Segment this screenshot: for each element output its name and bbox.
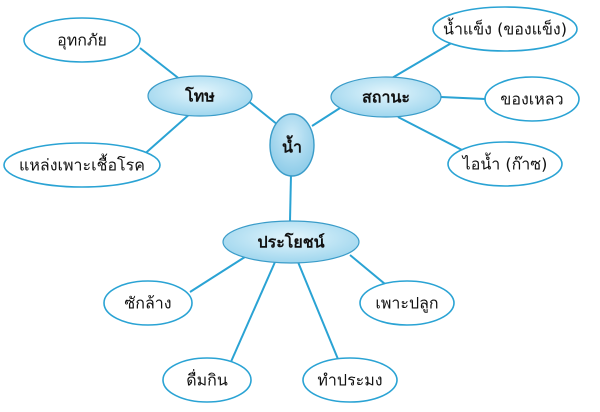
category-node-state: สถานะ <box>330 76 442 118</box>
leaf-node-planting: เพาะปลูก <box>359 280 455 326</box>
leaf-node-washing: ซักล้าง <box>103 280 193 326</box>
leaf-label-planting: เพาะปลูก <box>375 294 438 314</box>
leaf-label-fishing: ทำประมง <box>317 371 382 390</box>
edge-benefit-drinking <box>229 261 276 365</box>
leaf-label-washing: ซักล้าง <box>124 294 171 313</box>
edge-center-state <box>311 107 341 127</box>
edge-state-ice <box>391 37 461 79</box>
center-node-water: น้ำ <box>269 113 315 177</box>
leaf-node-accident: อุทกภัย <box>23 17 141 63</box>
category-label-benefit: ประโยชน์ <box>257 232 324 252</box>
leaf-node-fishing: ทำประมง <box>302 357 398 403</box>
edge-state-liquid <box>440 96 486 100</box>
leaf-label-drinking: ดื่มกิน <box>186 369 228 390</box>
category-node-harm: โทษ <box>147 75 253 117</box>
leaf-node-liquid: ของเหลว <box>484 76 580 122</box>
center-label-water: น้ำ <box>282 135 302 157</box>
leaf-label-germ-source: แหล่งเพาะเชื้อโรค <box>19 154 145 175</box>
leaf-node-ice: น้ำแข็ง (ของแข็ง) <box>432 6 578 52</box>
edge-harm-germ-source <box>139 111 193 159</box>
category-label-harm: โทษ <box>184 86 215 106</box>
edge-center-benefit <box>289 173 292 222</box>
leaf-node-germ-source: แหล่งเพาะเชื้อโรค <box>3 142 161 188</box>
leaf-label-accident: อุทกภัย <box>57 31 107 51</box>
leaf-node-drinking: ดื่มกิน <box>162 357 252 403</box>
category-node-benefit: ประโยชน์ <box>222 220 360 264</box>
edge-center-harm <box>246 99 279 126</box>
category-label-state: สถานะ <box>362 88 410 107</box>
leaf-label-liquid: ของเหลว <box>500 90 563 109</box>
edge-benefit-fishing <box>297 261 341 365</box>
edge-state-vapor <box>397 116 463 151</box>
connector-lines <box>139 37 486 365</box>
leaf-node-vapor: ไอน้ำ (ก๊าซ) <box>447 141 563 187</box>
leaf-label-vapor: ไอน้ำ (ก๊าซ) <box>461 153 548 174</box>
leaf-label-ice: น้ำแข็ง (ของแข็ง) <box>443 18 567 39</box>
edge-benefit-planting <box>349 254 386 285</box>
edge-benefit-washing <box>189 254 249 293</box>
